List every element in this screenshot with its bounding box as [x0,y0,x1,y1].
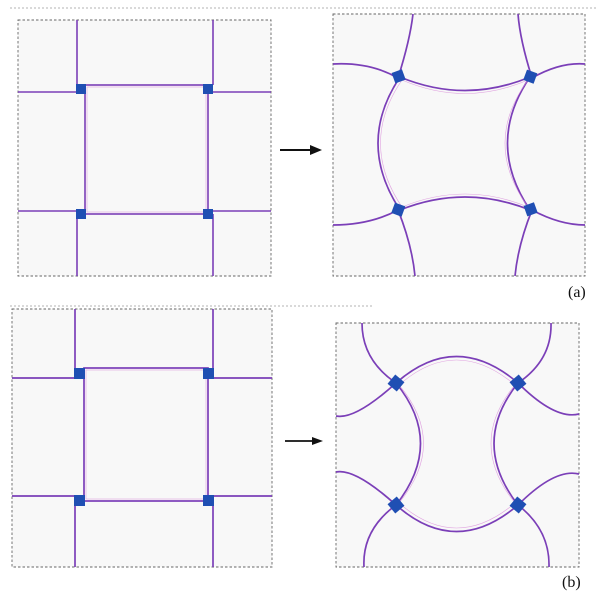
row-b-deformed-arm [517,472,580,506]
panel-label-b: (b) [562,574,581,591]
row-b-initial-core-square [83,367,209,502]
row-b-deformed-arm [335,382,397,418]
row-a-initial-core-square [84,84,209,215]
row-b-deformed-arm [517,504,550,568]
row-a-deformed-arm [514,209,533,277]
row-b-initial-joint [74,495,85,506]
row-a-initial-joint [203,84,213,94]
row-a-deformed-frame [332,13,586,277]
row-b-deformed-arm [361,322,397,384]
row-a-initial-joint [76,209,86,219]
row-b-initial-joint [203,368,214,379]
row-b-initial-joint [74,368,85,379]
panel-label-a: (a) [568,284,586,301]
row-a-deformed-joint [523,69,538,84]
right-arrow-icon [280,145,322,155]
row-a-deformed-joint [391,202,406,217]
row-b-deformed-joint [387,496,405,514]
row-b-initial-frame [11,308,273,568]
row-b-initial-joint [203,495,214,506]
right-arrow-icon [285,437,323,445]
row-a-initial-cell [17,19,272,277]
row-a-deformed-joint [523,202,538,217]
row-b-deformed-joint [509,374,527,392]
row-a-deformed-joint [391,69,406,84]
row-a-initial-joint [203,209,213,219]
row-b-deformed-arm [517,322,552,384]
row-b-deformed-cell-reentrant [335,322,580,568]
row-b-initial-cell [11,308,273,568]
row-a-deformed-arm [397,209,416,277]
row-b-deformed-arm [363,504,397,568]
row-b-deformed-arm [517,382,580,416]
row-a-initial-joint [76,84,86,94]
row-b-deformed-joint [387,374,405,392]
row-b-deformed-joint [509,496,527,514]
row-b-deformed-arm [335,470,397,506]
row-a-deformed-arm [531,62,586,79]
row-a-deformed-cell-convex [332,13,586,277]
row-a-initial-frame [17,19,272,277]
